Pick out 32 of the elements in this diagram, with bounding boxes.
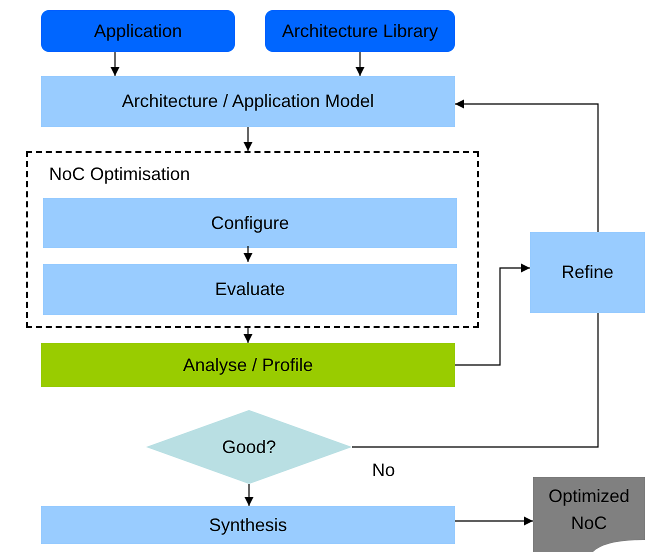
document-shape: [533, 477, 645, 552]
process-box: [41, 343, 455, 387]
arrow: [110, 52, 120, 76]
group-heading: NoC Optimisation: [49, 163, 190, 186]
decision-diamond: [146, 410, 352, 484]
node-label: Analyse / Profile: [182, 354, 314, 376]
arrow: [356, 52, 364, 76]
node-label: Good?: [222, 436, 276, 458]
node-label: Architecture Library: [282, 20, 438, 42]
arrow: [455, 100, 599, 232]
node-label: Application: [94, 20, 182, 42]
connector-line: [352, 313, 599, 448]
arrow: [244, 328, 252, 343]
node-label: Evaluate: [214, 278, 286, 301]
input-box: [41, 10, 235, 52]
node-label: Configure: [210, 212, 290, 234]
arrow: [244, 484, 254, 506]
arrow: [244, 127, 252, 151]
process-box: [530, 232, 645, 313]
arrow: [455, 264, 530, 366]
node-label: Refine: [561, 261, 614, 284]
node-label: Architecture / Application Model: [122, 90, 374, 113]
group-box: [26, 151, 479, 328]
process-box: [43, 264, 457, 315]
arrow: [455, 516, 533, 526]
node-label: Optimized NoC: [547, 485, 631, 535]
process-box: [41, 76, 455, 127]
input-box: [265, 10, 455, 52]
arrow: [244, 246, 252, 262]
process-box: [43, 198, 457, 248]
process-box: [41, 506, 455, 544]
node-label: Synthesis: [208, 514, 288, 536]
